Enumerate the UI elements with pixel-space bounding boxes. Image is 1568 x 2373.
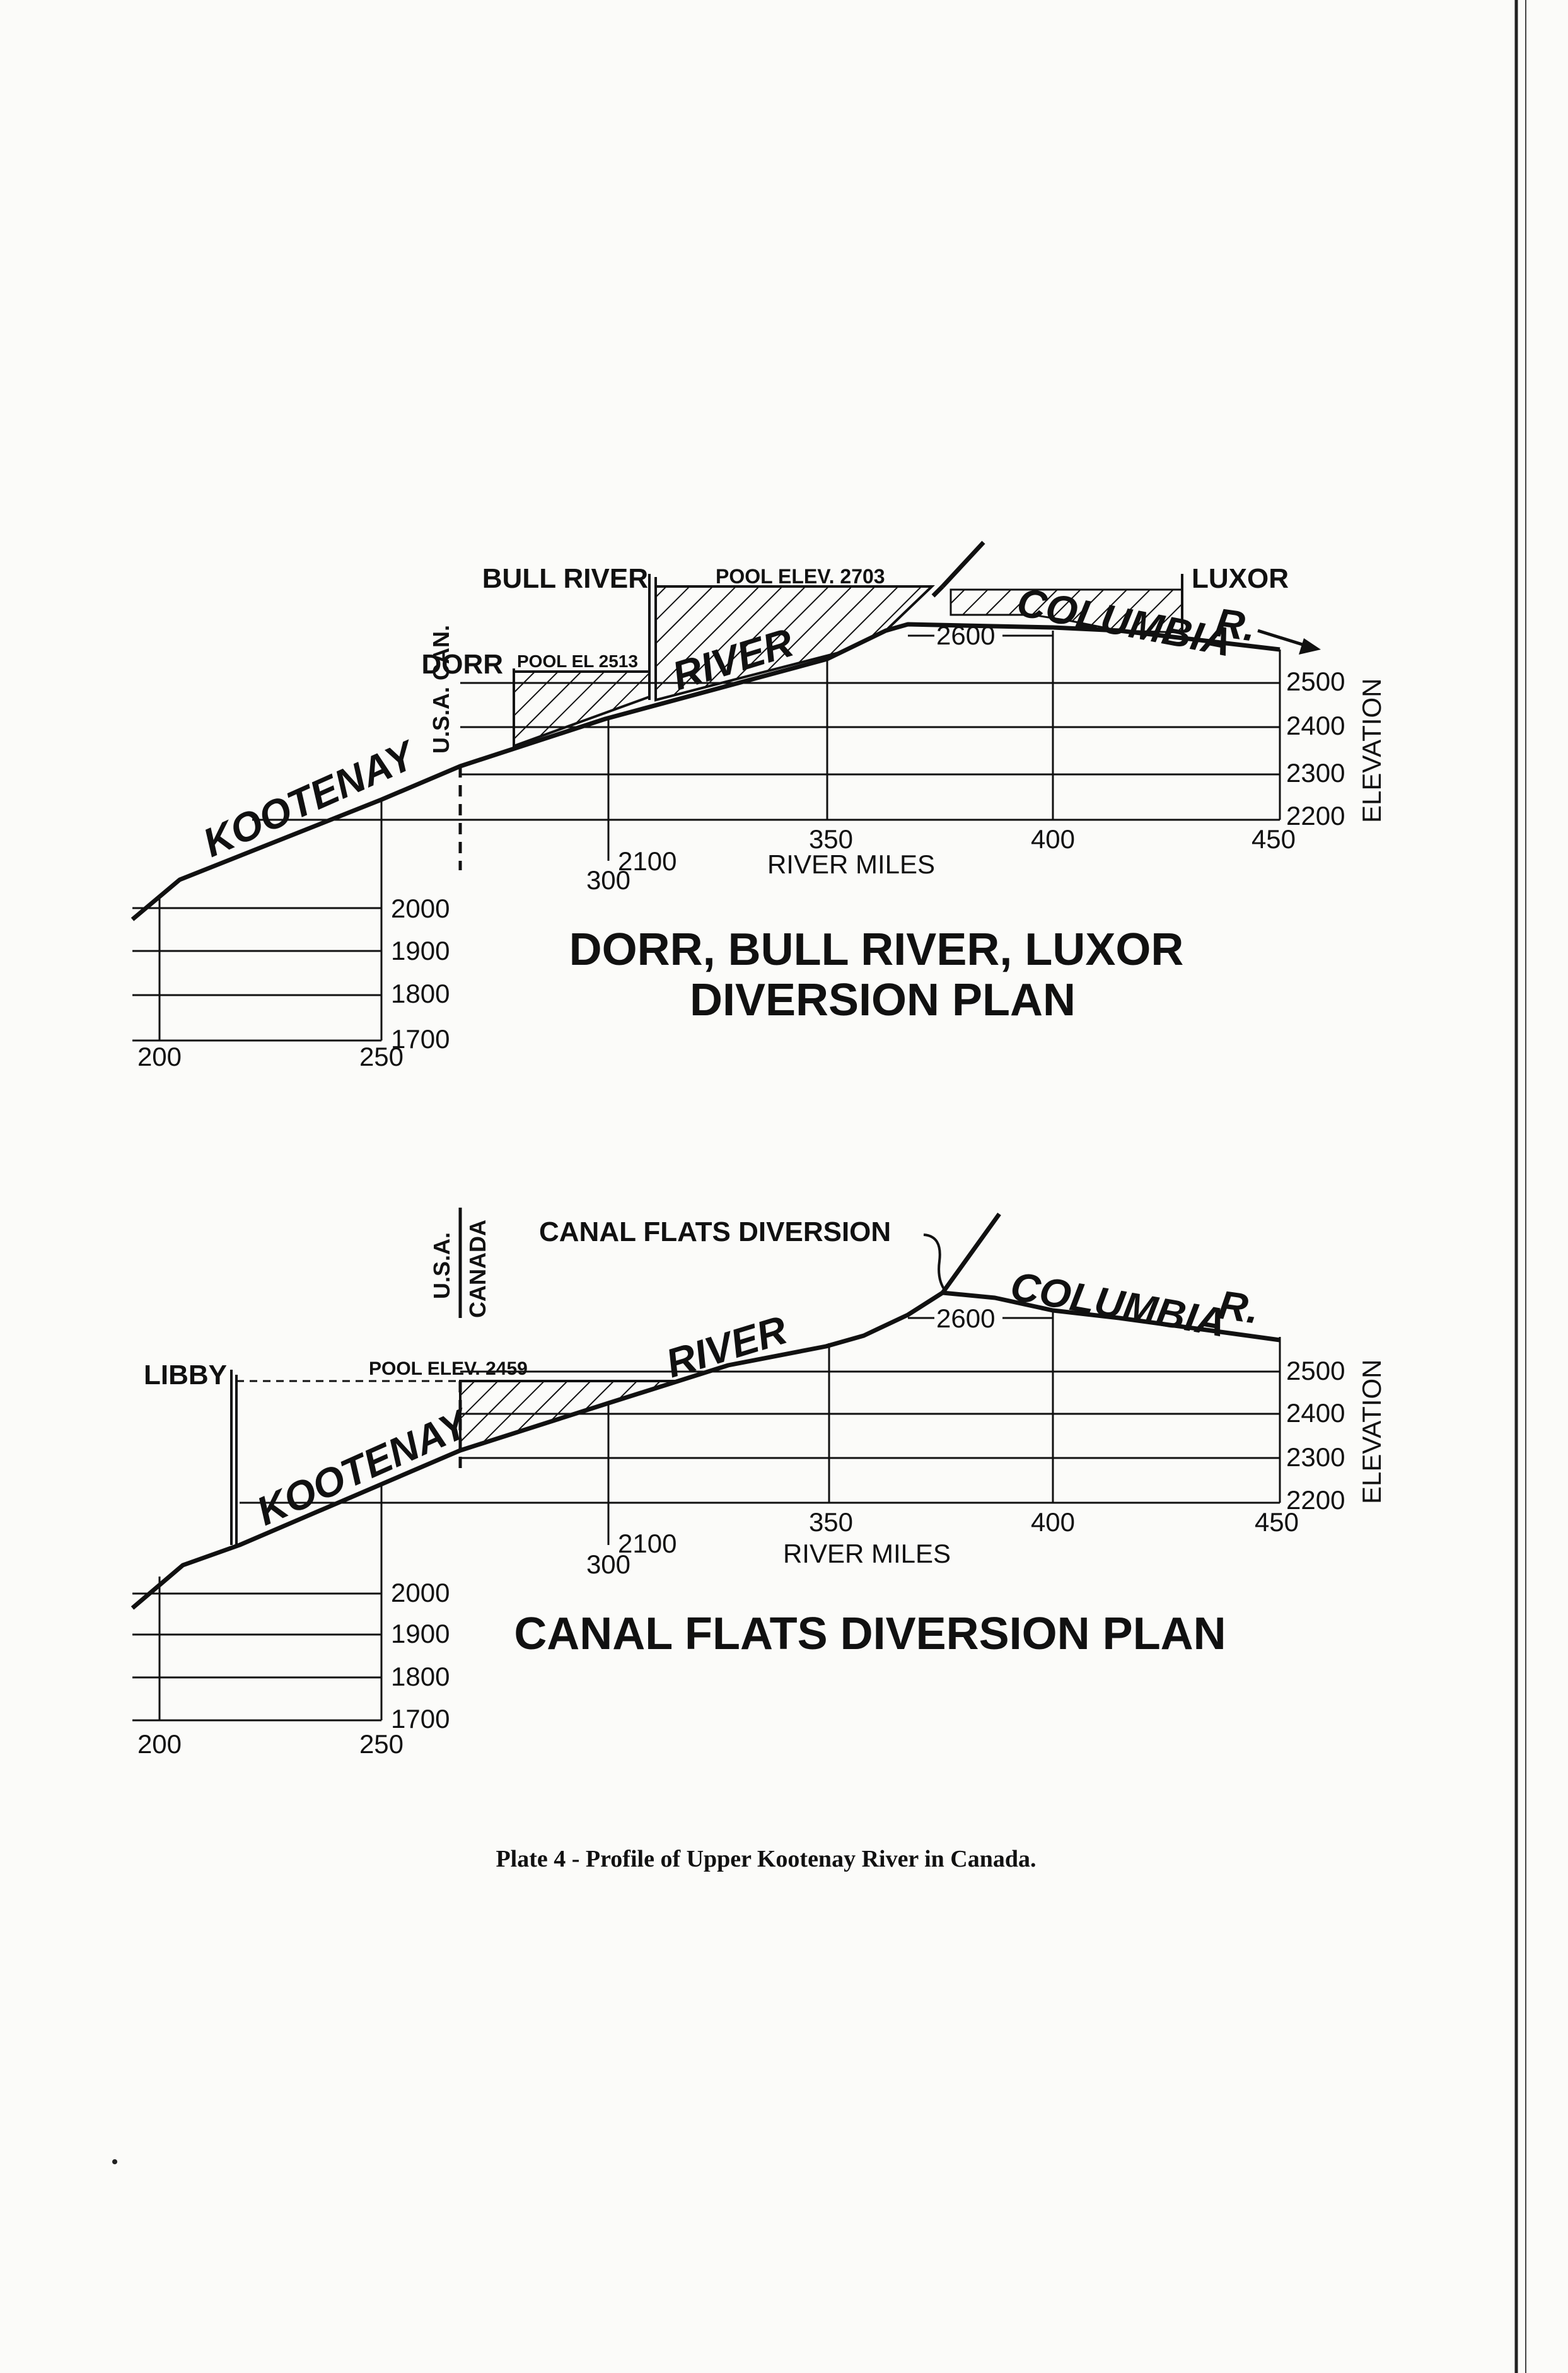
canada-label: CANADA <box>465 1220 491 1318</box>
elev-2600-label: 2600 <box>936 621 995 650</box>
lower-grid <box>132 800 383 1042</box>
upper-grid-2 <box>240 1312 1281 1545</box>
lower-grid-2 <box>132 1485 383 1722</box>
elev-tick-2000: 2000 <box>391 894 450 923</box>
x-tick-450: 450 <box>1251 824 1296 854</box>
columbia-spur-line <box>941 540 985 588</box>
river-miles-label: RIVER MILES <box>767 849 935 879</box>
plot-canal-flats: CANAL FLATS DIVERSION LIBBY POOL ELEV. 2… <box>131 1208 1386 1759</box>
libby-label: LIBBY <box>144 1360 227 1391</box>
x-tick-400: 400 <box>1031 824 1075 854</box>
river-label-2: RIVER <box>661 1307 792 1386</box>
elev-tick-1700: 1700 <box>391 1024 450 1054</box>
kootenay-label-2: KOOTENAY <box>250 1399 477 1534</box>
canal-flats-spur-line <box>941 1212 1001 1295</box>
bull-river-label: BULL RIVER <box>482 563 648 594</box>
border-label: U.S.A. CAN. <box>428 625 454 754</box>
elev-tick-2500-2: 2500 <box>1286 1356 1345 1385</box>
elev-tick-1900-2: 1900 <box>391 1619 450 1648</box>
canal-flats-label: CANAL FLATS DIVERSION <box>539 1216 891 1247</box>
elev-tick-1800-2: 1800 <box>391 1662 450 1691</box>
elev-tick-2200: 2200 <box>1286 801 1345 831</box>
elev-tick-2400: 2400 <box>1286 711 1345 740</box>
flow-arrowhead <box>1299 638 1321 655</box>
x-tick-350: 350 <box>809 824 853 854</box>
pool-dorr <box>513 670 651 748</box>
plot1-title-line2: DIVERSION PLAN <box>690 975 1076 1025</box>
elev-tick-1900: 1900 <box>391 936 450 965</box>
usa-label: U.S.A. <box>429 1232 455 1299</box>
luxor-label: LUXOR <box>1192 563 1289 594</box>
x-tick-400-2: 400 <box>1031 1507 1075 1537</box>
canal-flats-leader <box>923 1233 947 1293</box>
plate-caption: Plate 4 - Profile of Upper Kootenay Rive… <box>496 1846 1036 1872</box>
pool-2513-label: POOL EL 2513 <box>517 651 638 671</box>
pool-2703-label: POOL ELEV. 2703 <box>716 565 885 588</box>
plot1-title-line1: DORR, BULL RIVER, LUXOR <box>569 924 1184 975</box>
plot-dorr-bull-luxor: BULL RIVER POOL ELEV. 2703 LUXOR DORR PO… <box>131 540 1386 1071</box>
elev-tick-2000-2: 2000 <box>391 1578 450 1607</box>
elev-tick-1800: 1800 <box>391 979 450 1008</box>
columbia-spur-line-2 <box>931 585 944 598</box>
elev-tick-1700-2: 1700 <box>391 1704 450 1734</box>
elev-tick-2100: 2100 <box>618 846 677 876</box>
r-label-2: R. <box>1216 1282 1262 1332</box>
x-tick-300: 300 <box>586 865 630 895</box>
elevation-label: ELEVATION <box>1357 678 1386 823</box>
elev-tick-2300: 2300 <box>1286 758 1345 788</box>
elevation-label-2: ELEVATION <box>1357 1359 1386 1504</box>
x-tick-450-2: 450 <box>1255 1507 1299 1537</box>
plot2-title: CANAL FLATS DIVERSION PLAN <box>514 1609 1226 1659</box>
columbia-label-2: COLUMBIA <box>1008 1263 1229 1346</box>
speck <box>112 2159 117 2164</box>
elev-tick-2400-2: 2400 <box>1286 1398 1345 1428</box>
river-profile-line-2 <box>131 1290 1281 1610</box>
x-tick-250-2: 250 <box>359 1729 404 1759</box>
river-profile-line <box>131 622 1281 921</box>
x-tick-250: 250 <box>359 1042 404 1071</box>
x-tick-200-2: 200 <box>137 1729 182 1759</box>
x-tick-300-2: 300 <box>586 1549 630 1579</box>
elev-tick-2200-2: 2200 <box>1286 1485 1345 1515</box>
x-tick-350-2: 350 <box>809 1507 853 1537</box>
x-tick-200: 200 <box>137 1042 182 1071</box>
river-miles-label-2: RIVER MILES <box>783 1539 951 1568</box>
elev-tick-2300-2: 2300 <box>1286 1442 1345 1472</box>
elev-tick-2100-2: 2100 <box>618 1529 677 1558</box>
dorr-label: DORR <box>421 649 503 680</box>
elev-tick-2500: 2500 <box>1286 667 1345 696</box>
pool-2459-label: POOL ELEV. 2459 <box>369 1358 528 1379</box>
r-label: R. <box>1212 600 1258 650</box>
elev-2600-label-2: 2600 <box>936 1303 995 1333</box>
